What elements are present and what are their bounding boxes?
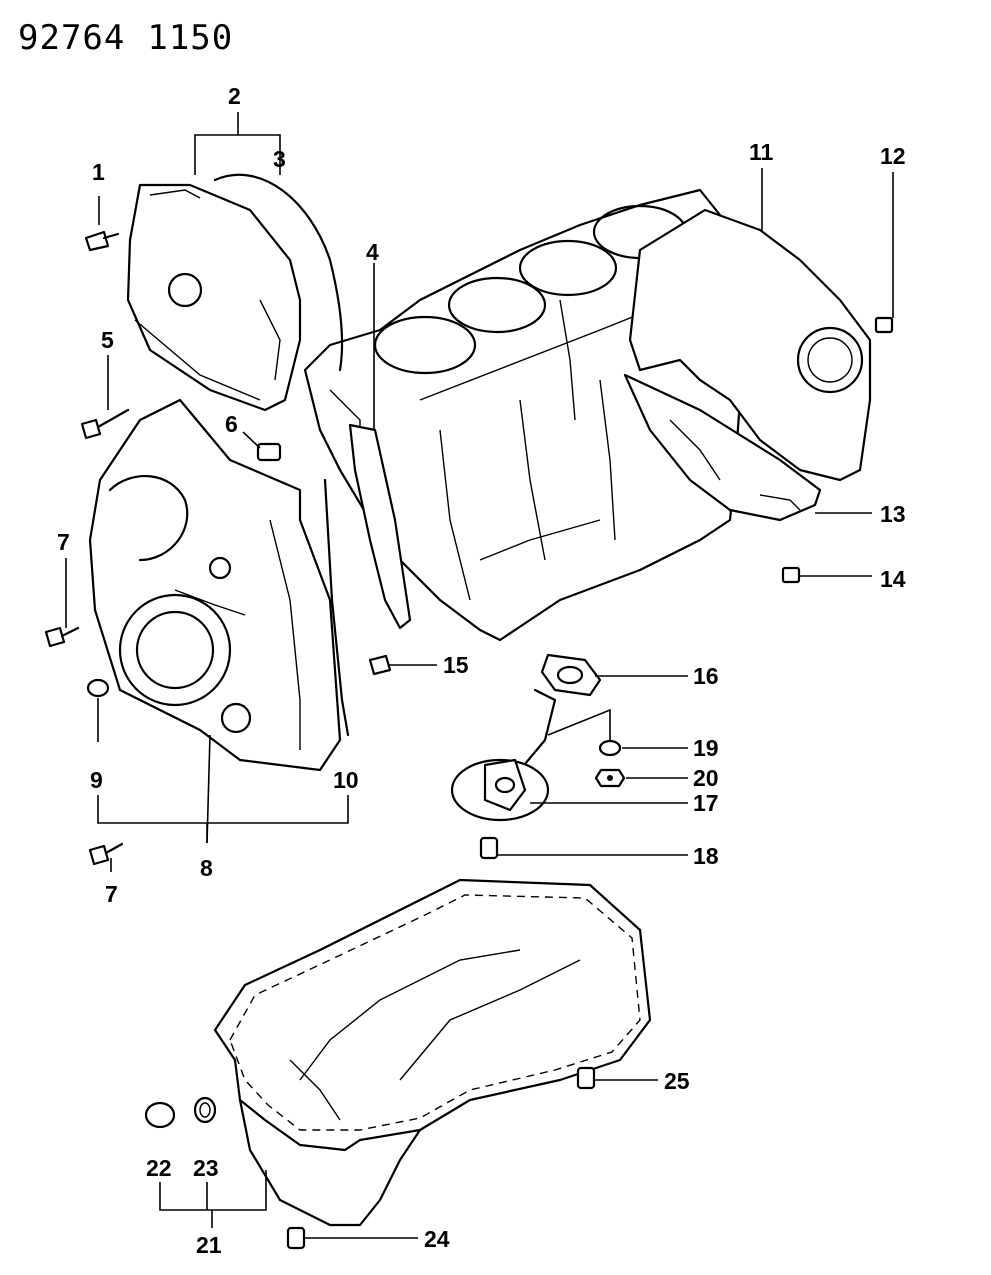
bellhousing-cover	[623, 373, 822, 522]
upper-timing-cover	[126, 183, 302, 412]
bolt-7-lower	[88, 842, 124, 866]
callout-8: 8	[200, 855, 213, 881]
bolt-12	[874, 316, 894, 334]
gasket-23	[193, 1096, 217, 1124]
bolt-25	[576, 1066, 596, 1090]
callout-11: 11	[749, 139, 774, 165]
callout-9: 9	[90, 767, 103, 793]
bolt-1	[84, 230, 120, 252]
bolt-24	[286, 1226, 306, 1250]
nut-20	[594, 768, 626, 788]
bolt-6	[256, 442, 282, 462]
callout-2: 2	[228, 83, 241, 109]
callout-labels: 1 2 3 4 5 6 7 7 8 9 10 11 12 13 14 15 16…	[57, 83, 906, 1258]
callout-13: 13	[880, 501, 906, 527]
lower-timing-cover	[88, 398, 342, 772]
callout-25: 25	[664, 1068, 690, 1094]
callout-1: 1	[92, 159, 105, 185]
callout-19: 19	[693, 735, 719, 761]
oil-screen-gasket	[540, 653, 602, 697]
lower-cover-gasket	[323, 478, 350, 737]
callout-22: 22	[146, 1155, 172, 1181]
washer-19	[598, 739, 622, 757]
callout-24: 24	[424, 1226, 450, 1252]
diagram-header: 92764 1150	[18, 18, 255, 58]
callout-10: 10	[333, 767, 359, 793]
callout-17: 17	[693, 790, 719, 816]
page-code: 1150	[147, 18, 234, 58]
callout-4: 4	[366, 239, 379, 265]
callout-3: 3	[273, 146, 286, 172]
washer-9	[86, 678, 110, 698]
callout-15: 15	[443, 652, 469, 678]
callout-16: 16	[693, 663, 719, 689]
callout-18: 18	[693, 843, 719, 869]
bolt-5	[80, 408, 130, 440]
leader-lines	[65, 112, 894, 1239]
callout-5: 5	[101, 327, 114, 353]
side-bracket	[348, 423, 412, 630]
callout-7-lower: 7	[105, 881, 118, 907]
oil-screen	[450, 688, 557, 822]
callout-14: 14	[880, 566, 906, 592]
upper-cover-gasket	[213, 173, 344, 372]
callout-7-upper: 7	[57, 529, 70, 555]
bolt-15	[368, 654, 392, 676]
callout-20: 20	[693, 765, 719, 791]
bolt-18	[479, 836, 499, 860]
rear-plate	[628, 208, 872, 482]
callout-23: 23	[193, 1155, 219, 1181]
callout-21: 21	[196, 1232, 222, 1258]
callout-6: 6	[225, 411, 238, 437]
bolt-14	[781, 566, 801, 584]
document-number: 92764	[18, 18, 126, 58]
bolt-7-upper	[44, 626, 80, 648]
drain-plug-22	[144, 1101, 176, 1129]
callout-12: 12	[880, 143, 906, 169]
oil-pan	[213, 878, 652, 1227]
